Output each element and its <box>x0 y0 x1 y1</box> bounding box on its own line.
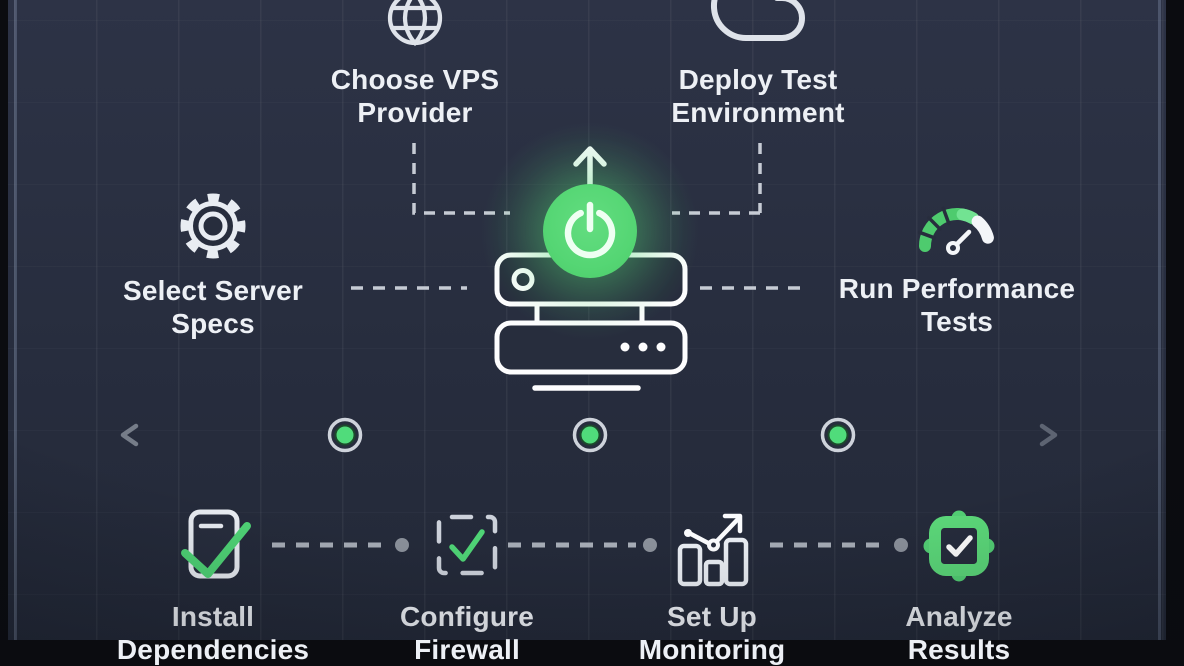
power-button <box>543 184 637 278</box>
timeline <box>120 417 1058 453</box>
server-leds <box>620 342 666 352</box>
step-label-set-up-monitoring: Set Up Monitoring <box>638 601 786 665</box>
timeline-right-arrow-icon <box>1039 423 1058 447</box>
gear-icon <box>180 193 246 259</box>
badge-check-icon <box>923 510 995 582</box>
timeline-dot <box>820 417 856 453</box>
gauge-icon <box>917 206 994 255</box>
globe-icon <box>387 0 443 47</box>
right-grid-edge-line <box>1158 0 1161 640</box>
timeline-dot <box>572 417 608 453</box>
dashed-box-check-icon <box>436 514 498 576</box>
step-label-deploy-test-environment: Deploy Test Environment <box>671 64 845 128</box>
connector-end-dot <box>395 538 409 552</box>
left-grid-edge-line <box>14 0 17 640</box>
connector-deploy-to-server <box>672 143 762 215</box>
server-icon <box>494 252 688 391</box>
power-icon <box>564 201 616 259</box>
step-label-install-dependencies: Install Dependencies <box>116 601 310 665</box>
timeline-left-arrow-icon <box>120 423 139 447</box>
connector-end-dot <box>894 538 908 552</box>
connector-end-dot <box>643 538 657 552</box>
step-label-analyze-results: Analyze Results <box>905 601 1013 665</box>
timeline-dot <box>327 417 363 453</box>
bar-chart-trend-icon <box>677 513 749 587</box>
cloud-icon <box>710 0 805 41</box>
clipboard-check-icon <box>181 509 251 579</box>
step-label-run-performance-tests: Run Performance Tests <box>838 273 1076 337</box>
step-label-select-server-specs: Select Server Specs <box>122 275 304 339</box>
connector-layer <box>120 143 1058 552</box>
step-label-configure-firewall: Configure Firewall <box>399 601 534 665</box>
connector-choose-vps-to-server <box>412 143 510 215</box>
step-label-choose-vps-provider: Choose VPS Provider <box>330 64 500 128</box>
